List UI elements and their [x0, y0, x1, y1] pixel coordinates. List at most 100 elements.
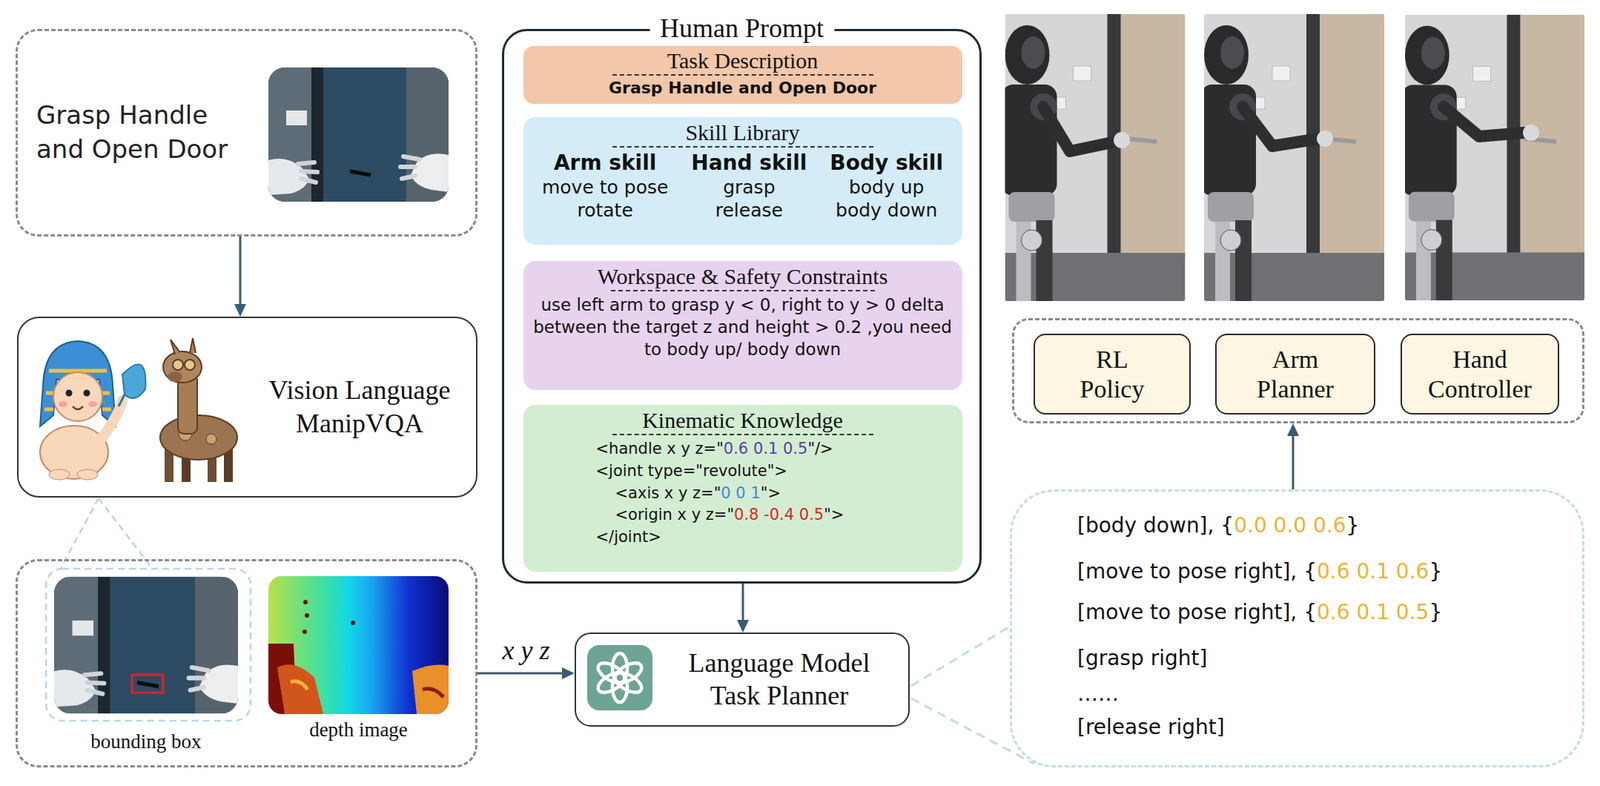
planner-name: Language Model Task Planner: [668, 647, 891, 712]
robot-photos-part-part: [1043, 106, 1116, 152]
plan-value: 0.6 0.1 0.5: [1316, 599, 1429, 625]
vlm-box: Vision Language ManipVQA: [17, 316, 478, 498]
vlm-cartoons-part: [65, 389, 73, 397]
robot-photos-part-part: [1522, 124, 1540, 141]
code-value: 0 0 1: [720, 484, 760, 502]
skill-columns: Arm skillmove to poserotateHand skillgra…: [530, 150, 955, 222]
plan-text: }: [1428, 599, 1443, 625]
dashed-rule: [612, 146, 874, 148]
vlm-cartoons-part: [118, 394, 125, 407]
vlm-cartoons-part: [83, 389, 91, 397]
robot-photos-part-part: [1113, 131, 1130, 149]
constraint-text: use left arm to grasp y < 0, right to y …: [529, 294, 957, 362]
connector-line: [1292, 434, 1295, 490]
plan-step: [move to pose right], {0.6 0.1 0.5}: [1077, 599, 1443, 626]
plan-step: [body down], {0.0 0.0 0.6}: [1077, 513, 1360, 539]
perception-images-part-part: [302, 629, 307, 634]
kinematic-box: Kinematic Knowledge <handle x y z="0.6 0.…: [523, 404, 963, 572]
image-caption: depth image: [268, 718, 449, 742]
planner-box: Language Model Task Planner: [574, 632, 910, 727]
vlm-cartoons-part: [172, 359, 184, 370]
module-name: Arm Planner: [1239, 344, 1351, 403]
callout-tail-part: [911, 626, 1035, 764]
skill-category: Body skill: [829, 150, 944, 176]
connector-arrow: [234, 236, 247, 317]
code-text: </joint>: [596, 527, 662, 546]
section-heading: Kinematic Knowledge: [530, 407, 955, 434]
perception-images-part-part: [268, 576, 449, 714]
plan-text: ……: [1077, 681, 1119, 706]
executor-group: RL PolicyArm PlannerHand Controller: [1012, 318, 1585, 424]
vlm-cartoons-part: [72, 406, 84, 410]
skill-item: body up: [848, 175, 925, 199]
connector-arrow: [1287, 423, 1299, 490]
section-heading: Task Description: [530, 48, 955, 75]
arrow-head: [234, 303, 247, 317]
callout-tail: [911, 626, 1035, 764]
plan-text: }: [1346, 513, 1360, 538]
vlm-cartoons-part: [163, 351, 202, 383]
section-heading: Skill Library: [530, 120, 955, 147]
perception-images-part-part: [422, 688, 444, 697]
perception-images: [45, 498, 449, 721]
skill-column: Hand skillgrasprelease: [691, 150, 807, 222]
openai-logo-part-part: [594, 659, 628, 687]
openai-logo: [587, 645, 653, 711]
arrow-head: [1287, 423, 1299, 436]
openai-logo-part: [594, 653, 645, 703]
code-text: "/>: [807, 439, 833, 458]
plan-text: [move to pose right], {: [1077, 599, 1317, 625]
vlm-cartoons-part: [184, 359, 195, 370]
task-input-box: Grasp Handle and Open Door: [15, 28, 478, 237]
perception-images-part-part: [290, 681, 308, 690]
module-name: RL Policy: [1071, 344, 1153, 403]
arrow-head: [736, 619, 749, 633]
task-description-box: Task DescriptionGrasp Handle and Open Do…: [523, 45, 963, 104]
robot-photos-part: [1001, 14, 1186, 302]
plan-text: [grasp right]: [1077, 645, 1208, 671]
vlm-cartoons: [40, 338, 238, 482]
task-title: Grasp Handle and Open Door: [36, 98, 259, 167]
vlm-cartoons-part: [88, 401, 98, 408]
perception-images-part: [268, 576, 449, 714]
perception-images-part-part: [350, 620, 356, 626]
dashed-rule: [612, 433, 874, 436]
robot-photos-part-part: [1316, 130, 1334, 147]
robot-photos-part-part: [1200, 14, 1385, 302]
task-scene-photo: [268, 67, 449, 202]
skill-item: release: [715, 198, 783, 222]
edge-label: x y z: [499, 636, 554, 666]
code-text: <handle x y z=": [596, 439, 724, 458]
perception-box: bounding boxdepth image: [15, 559, 478, 768]
vlm-cartoons-part: [53, 372, 103, 422]
perception-images-part-part: [304, 613, 310, 618]
skill-item: grasp: [722, 175, 775, 199]
plan-value: 0.0 0.0 0.6: [1233, 513, 1346, 538]
vlm-cartoons-part: [40, 341, 116, 427]
robot-photos-part-part: [1401, 14, 1585, 301]
vlm-cartoons-part: [206, 433, 217, 445]
openai-logo-part: [587, 645, 653, 711]
panel-title: Human Prompt: [649, 12, 835, 45]
code-value: 0.8 -0.4 0.5: [734, 505, 824, 524]
perception-images-part: [60, 498, 152, 568]
connector-line: [742, 583, 745, 622]
plan-text: [body down], {: [1077, 513, 1234, 538]
perception-images-part-part: [412, 665, 449, 714]
code-text: <origin x y z=": [615, 505, 735, 524]
vlm-cartoons-part: [170, 338, 196, 355]
skill-library-box: Skill LibraryArm skillmove to poserotate…: [523, 117, 963, 245]
vlm-cartoons-part: [58, 401, 68, 408]
skill-item: body down: [835, 198, 938, 222]
dashed-rule: [612, 74, 874, 76]
plan-step: [move to pose right], {0.6 0.1 0.6}: [1077, 559, 1443, 585]
code-line: </joint>: [596, 526, 955, 549]
skill-category: Hand skill: [691, 150, 807, 176]
perception-images-part: [54, 576, 238, 714]
code-text: <joint type="revolute">: [596, 461, 788, 480]
code-value: 0.6 0.1 0.5: [723, 439, 809, 458]
task-scene-photo-part: [268, 67, 449, 202]
vlm-cartoons-part: [177, 374, 198, 434]
code-line: <handle x y z="0.6 0.1 0.5"/>: [596, 438, 955, 461]
robot-photos-part: [1401, 14, 1585, 301]
